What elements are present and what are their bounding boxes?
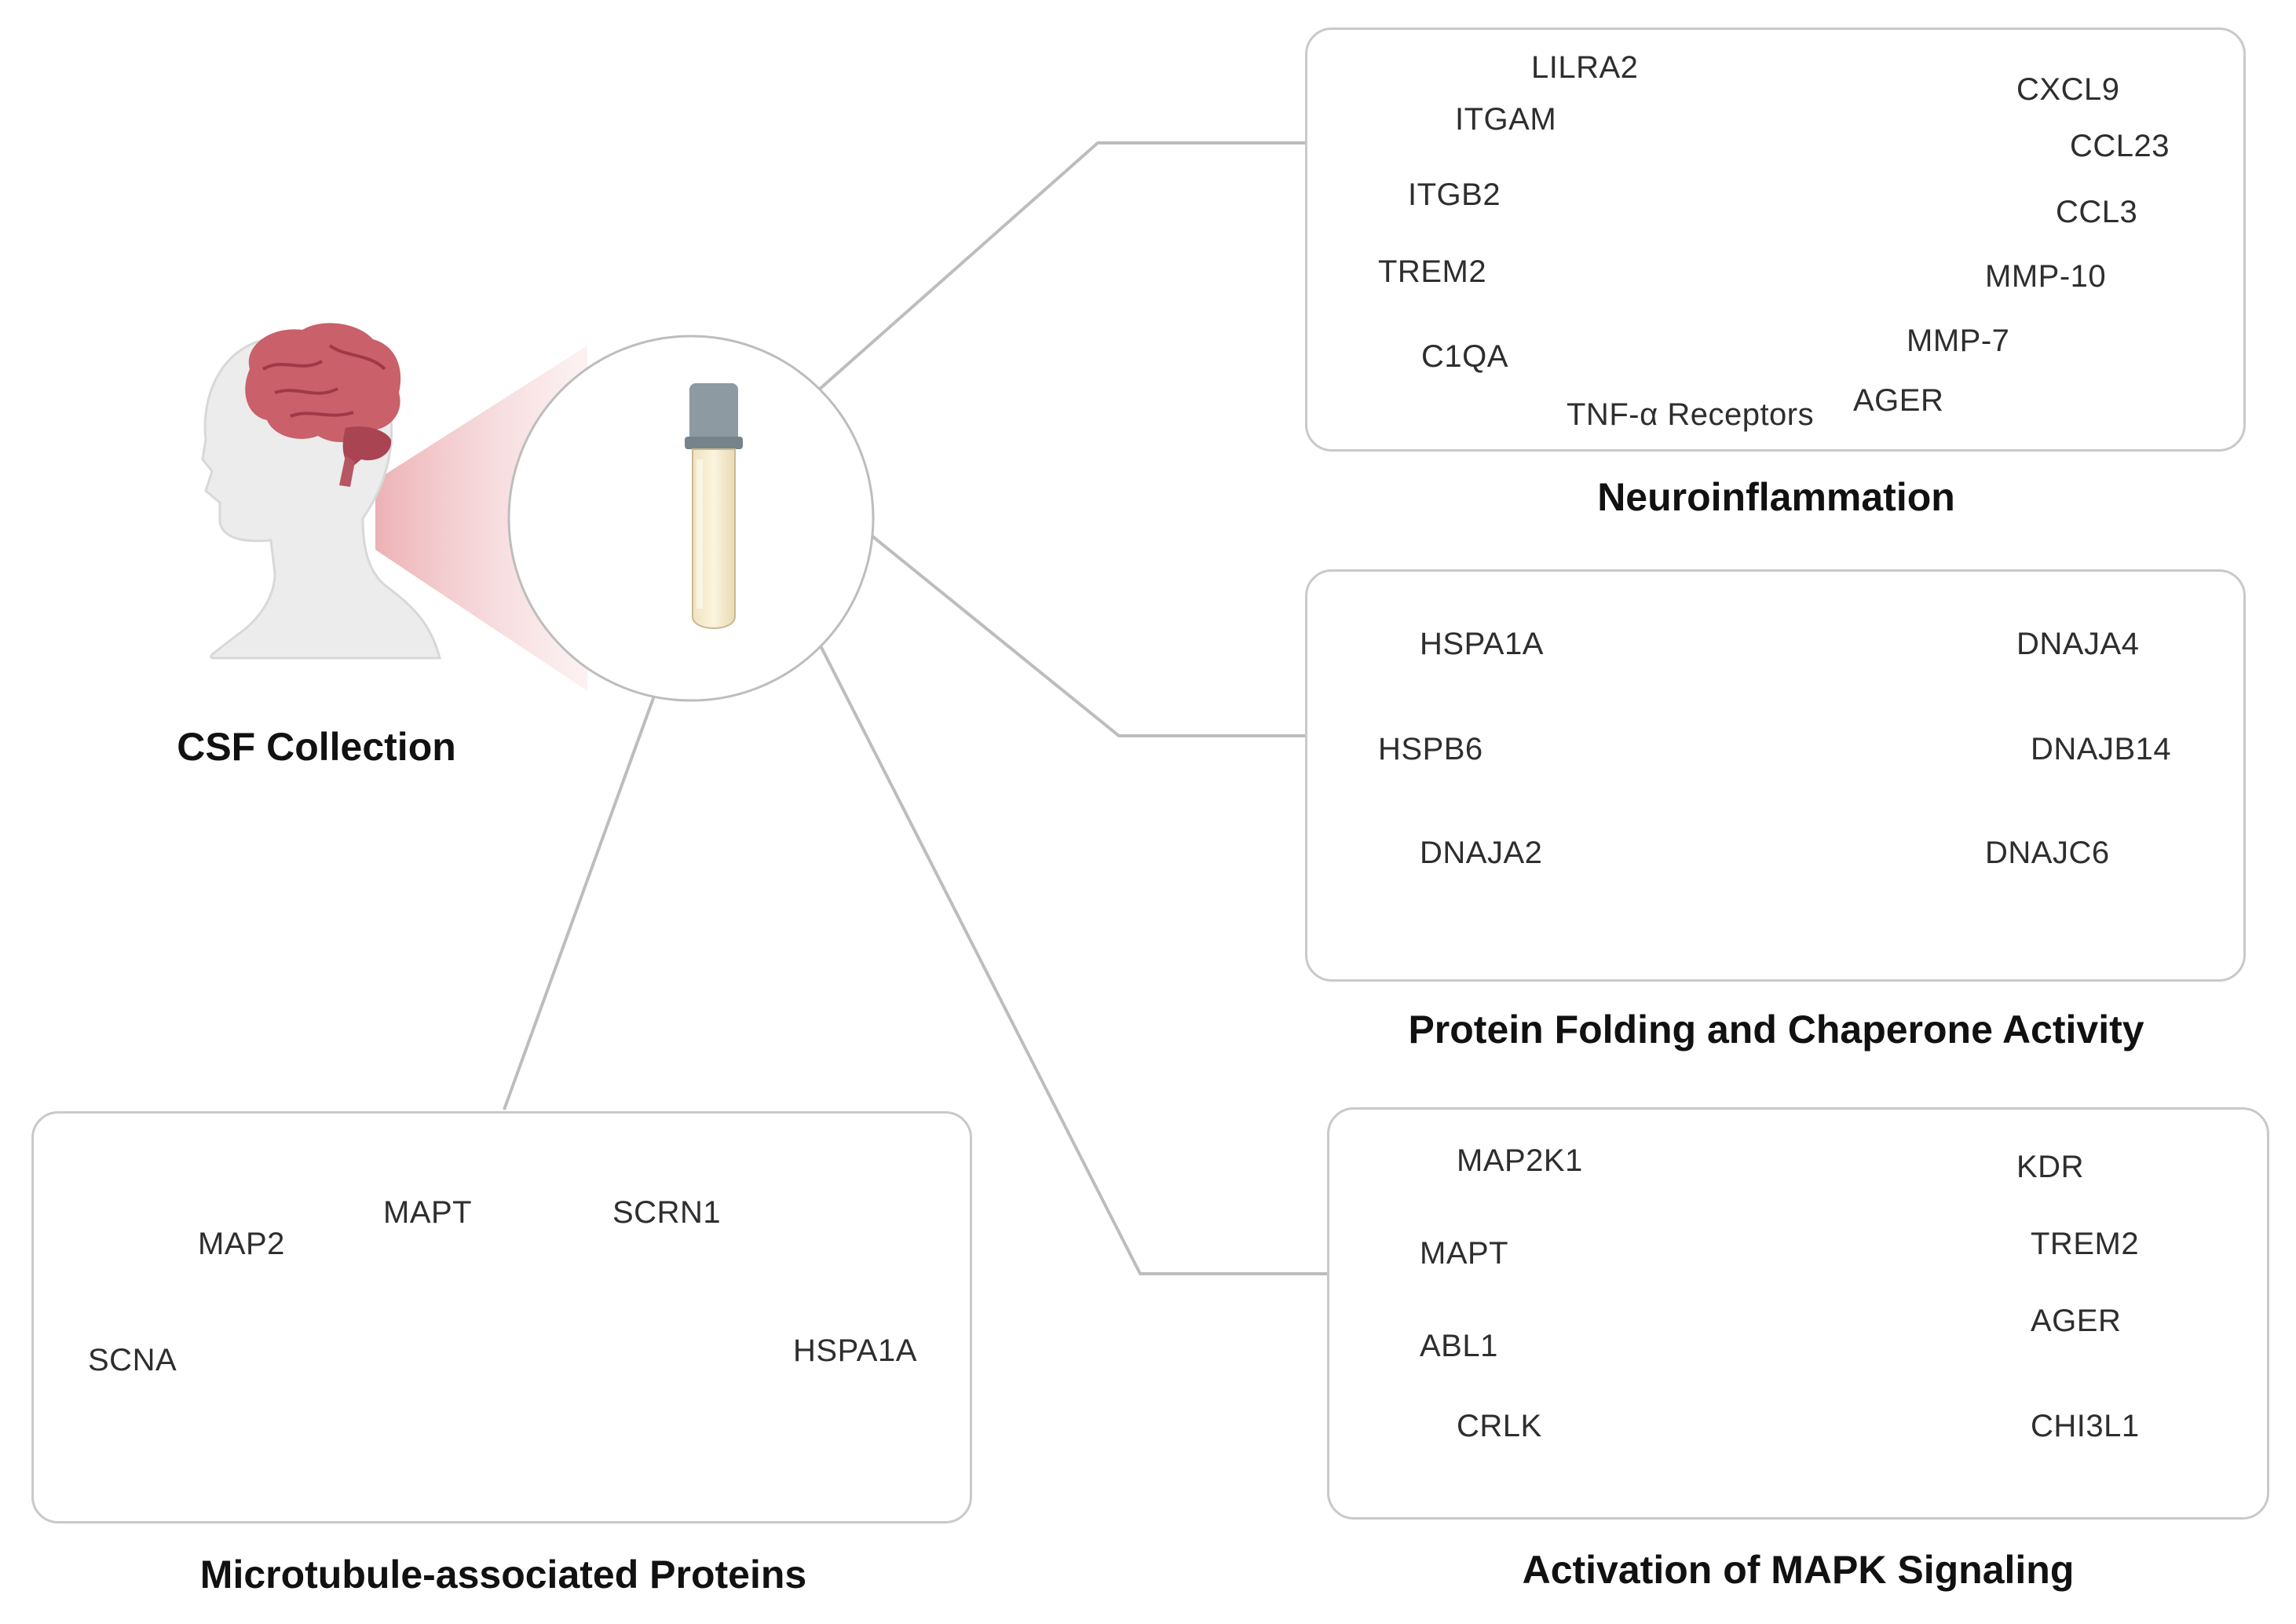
microtubule-title: Microtubule-associated Proteins xyxy=(199,1553,807,1597)
gene-label: C1QA xyxy=(1421,339,1508,374)
gene-label: TNF-α Receptors xyxy=(1567,397,1815,432)
gene-label: CHI3L1 xyxy=(2031,1409,2140,1443)
mapk-title: Activation of MAPK Signaling xyxy=(1522,1548,2075,1592)
csf-tube-icon xyxy=(685,383,743,629)
gene-label: HSPB6 xyxy=(1378,732,1483,766)
gene-label: ITGAM xyxy=(1455,102,1557,137)
gene-label: CRLK xyxy=(1457,1409,1542,1443)
gene-label: KDR xyxy=(2016,1150,2084,1184)
human-head-icon xyxy=(201,323,441,660)
protein-folding-panel xyxy=(1305,569,2246,982)
gene-label: HSPA1A xyxy=(793,1333,917,1368)
gene-label: ABL1 xyxy=(1420,1329,1498,1363)
gene-label: DNAJB14 xyxy=(2031,732,2172,766)
gene-label: ITGB2 xyxy=(1408,177,1501,212)
gene-label: DNAJA2 xyxy=(1420,836,1543,870)
connector-lines xyxy=(503,141,1327,1275)
gene-label: MAPT xyxy=(383,1195,473,1230)
gene-label: MAPT xyxy=(1420,1236,1509,1271)
gene-label: AGER xyxy=(2031,1304,2122,1338)
gene-label: SCRN1 xyxy=(612,1195,722,1230)
neuroinflammation-panel xyxy=(1305,27,2246,452)
gene-label: HSPA1A xyxy=(1420,627,1544,661)
gene-label: MAP2K1 xyxy=(1457,1143,1583,1178)
gene-label: DNAJA4 xyxy=(2016,627,2140,661)
gene-label: MAP2 xyxy=(198,1227,285,1261)
gene-label: MMP-10 xyxy=(1985,259,2107,294)
gene-label: CCL3 xyxy=(2056,195,2138,229)
gene-label: LILRA2 xyxy=(1531,50,1639,85)
gene-label: TREM2 xyxy=(1378,254,1487,289)
gene-label: CCL23 xyxy=(2070,129,2170,163)
sample-circle xyxy=(507,335,875,702)
gene-label: TREM2 xyxy=(2031,1227,2140,1261)
gene-label: DNAJC6 xyxy=(1985,836,2110,870)
gene-label: AGER xyxy=(1853,383,1944,418)
gene-label: CXCL9 xyxy=(2016,72,2120,107)
neuroinflammation-title: Neuroinflammation xyxy=(1597,475,1955,519)
csf-collection-title: CSF Collection xyxy=(177,725,456,769)
gene-label: MMP-7 xyxy=(1907,324,2010,358)
microtubule-panel xyxy=(31,1111,972,1523)
protein-folding-title: Protein Folding and Chaperone Activity xyxy=(1408,1008,2144,1052)
gene-label: SCNA xyxy=(88,1343,177,1377)
mapk-panel xyxy=(1327,1107,2269,1520)
